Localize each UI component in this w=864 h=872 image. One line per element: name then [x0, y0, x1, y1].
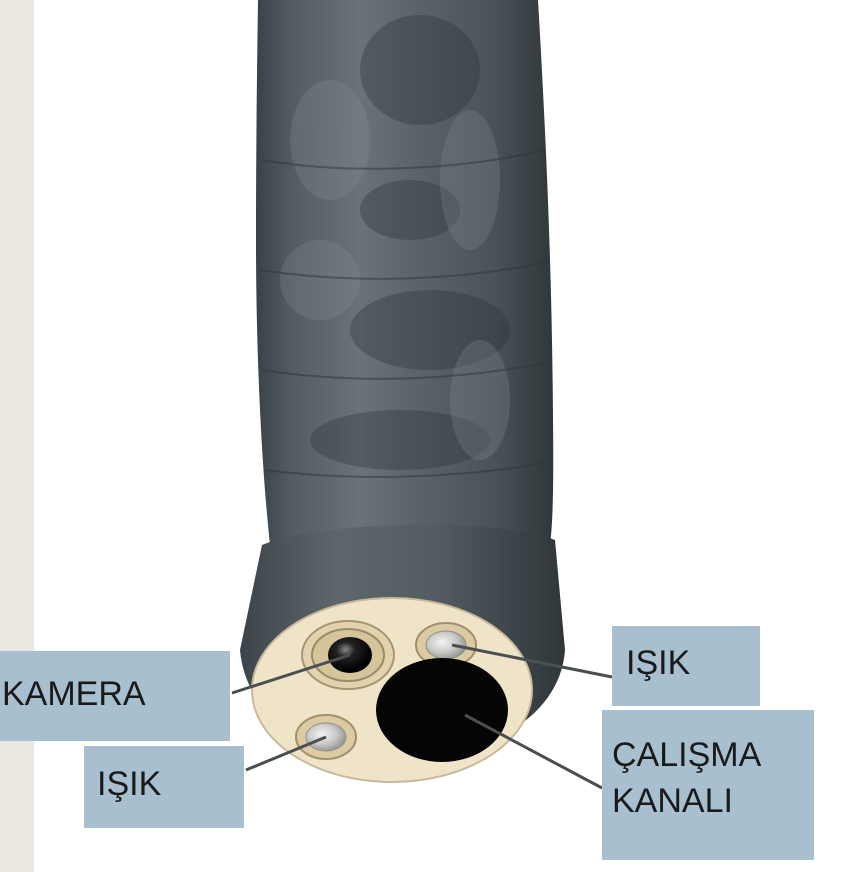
label-camera-text: KAMERA — [2, 675, 146, 713]
label-light-right: IŞIK — [612, 626, 760, 706]
label-working-channel: ÇALIŞMA KANALI — [602, 710, 814, 860]
label-camera: KAMERA — [0, 651, 230, 741]
label-light-left-text: IŞIK — [97, 765, 161, 803]
tube-body — [256, 0, 553, 545]
label-working-channel-line2: KANALI — [612, 778, 814, 824]
label-working-channel-line1: ÇALIŞMA — [612, 732, 814, 778]
working-channel-hole — [376, 658, 508, 762]
label-light-left: IŞIK — [84, 746, 244, 828]
label-light-right-text: IŞIK — [626, 644, 690, 682]
